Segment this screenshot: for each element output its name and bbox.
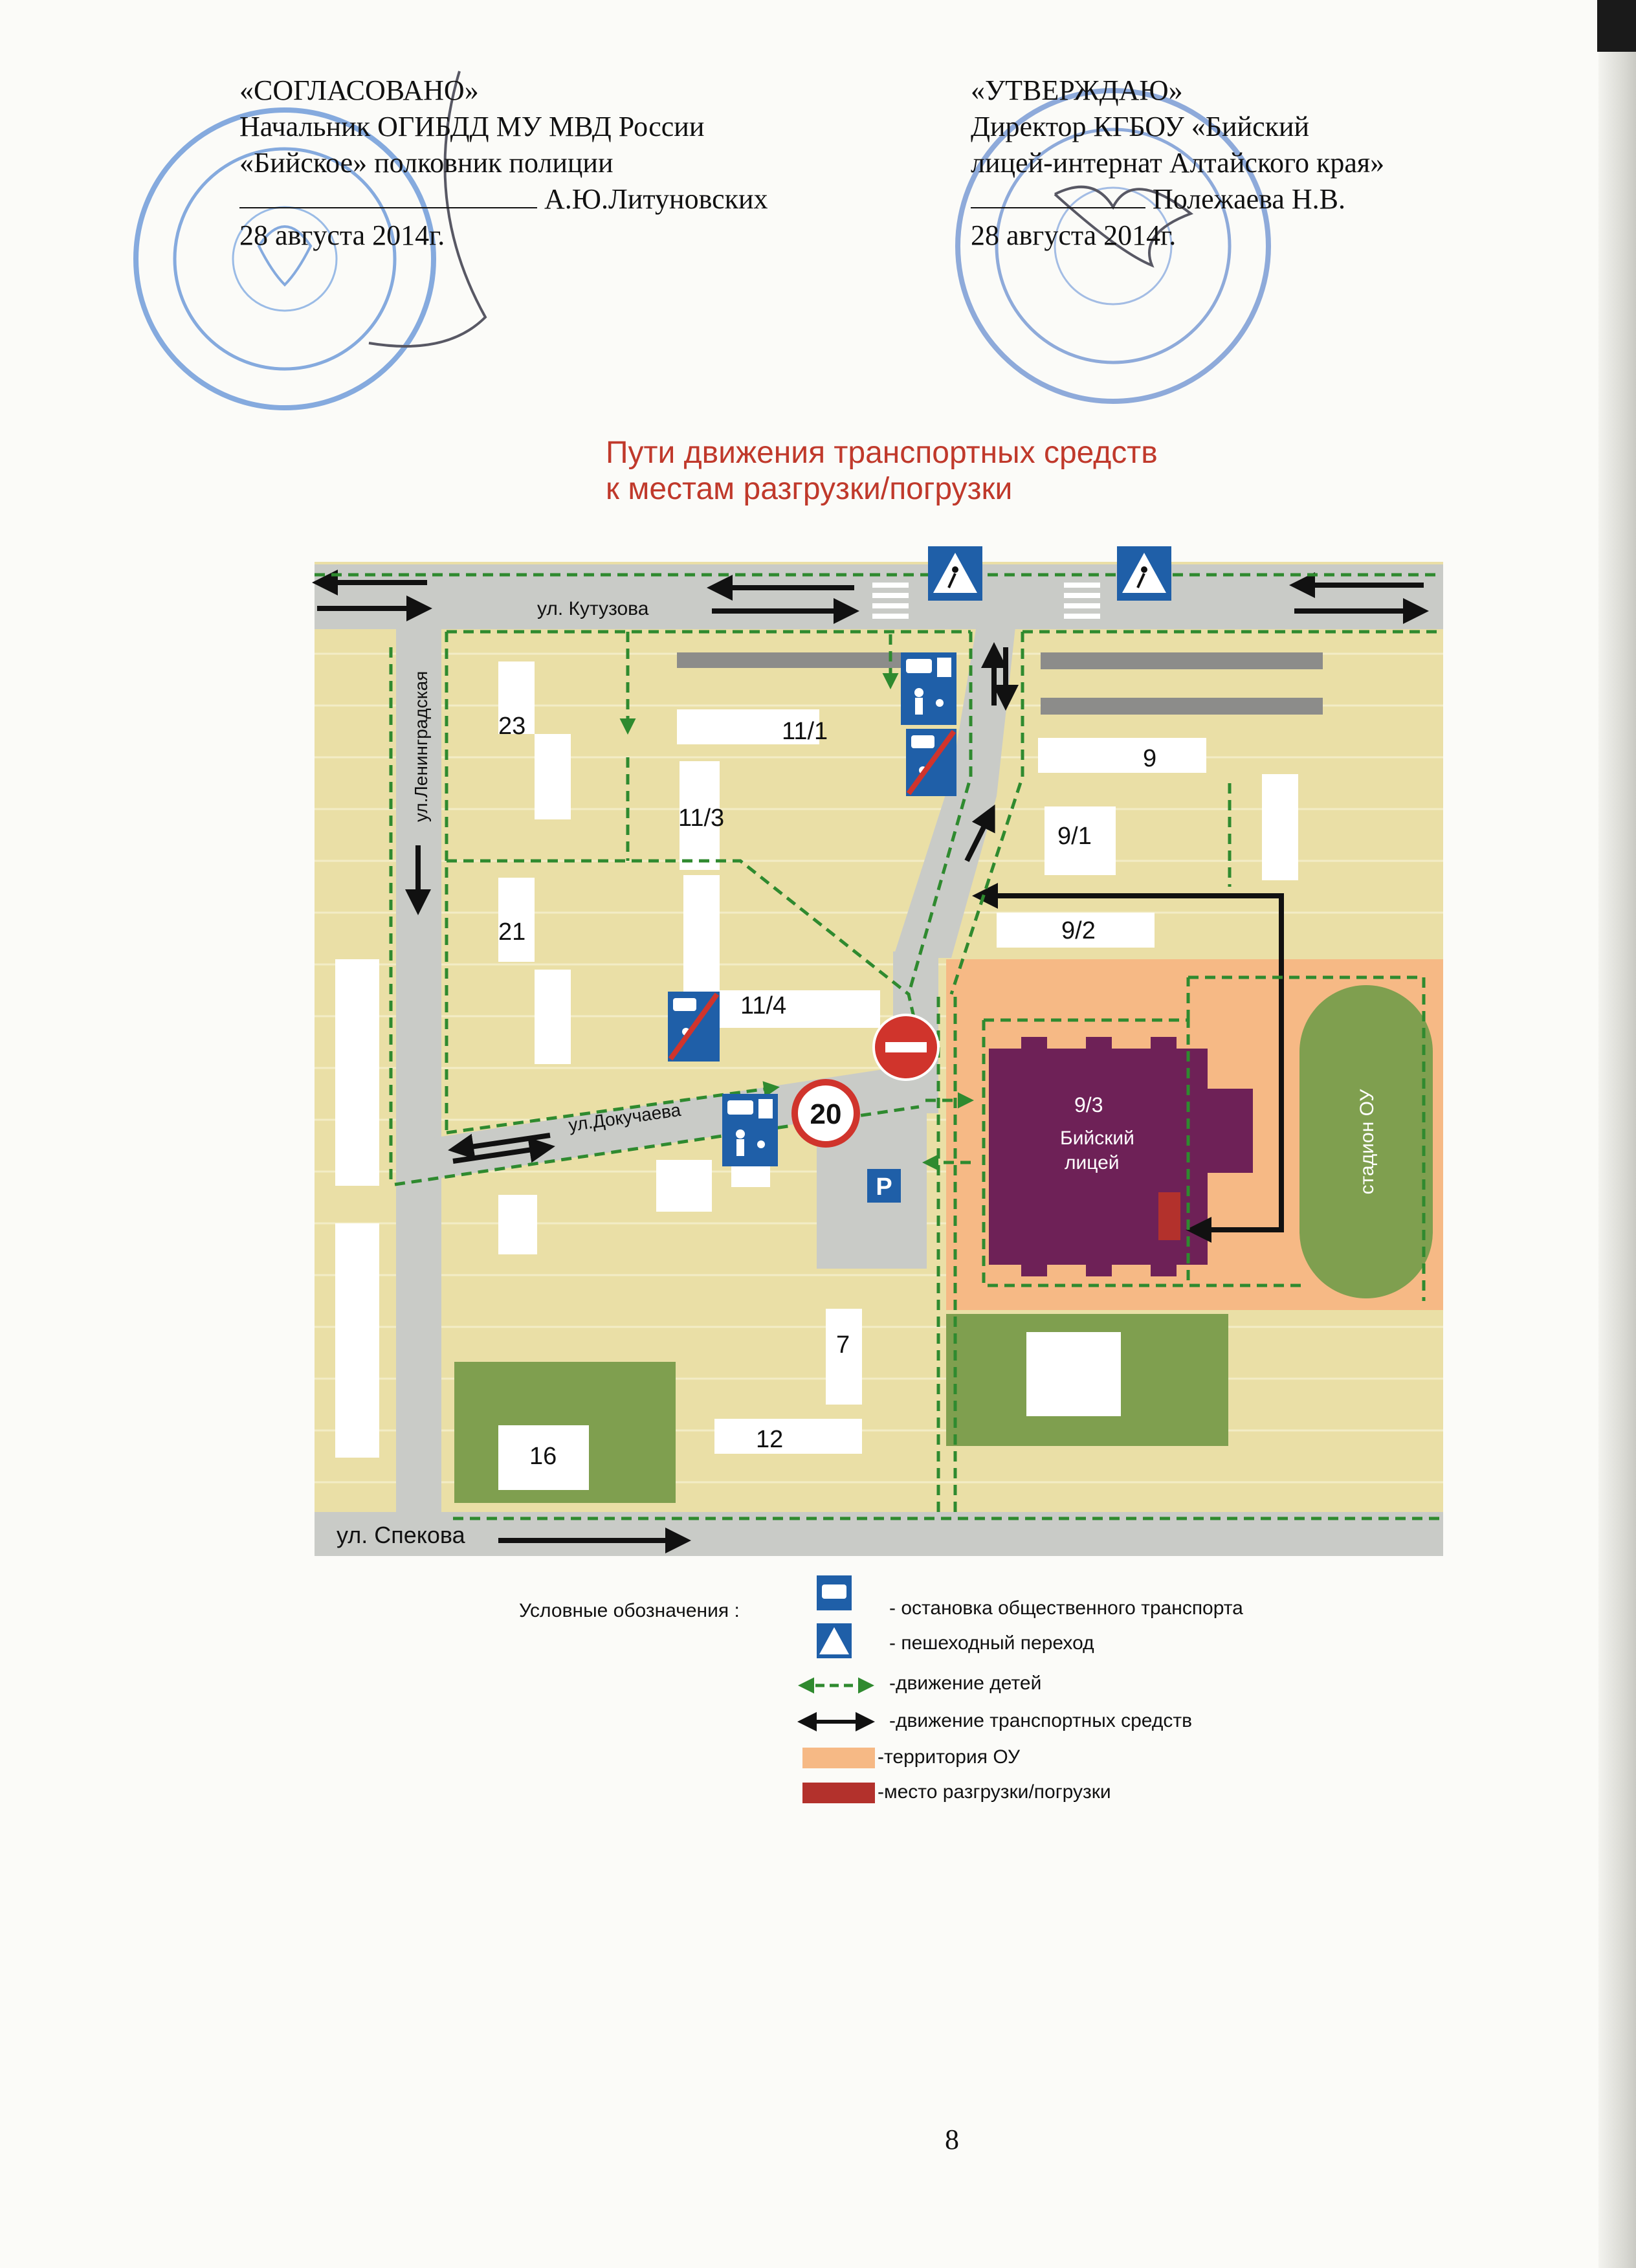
street-leningradskaya-label: ул.Ленинградская [411, 671, 431, 822]
living-zone-sign-icon [722, 1094, 778, 1166]
building-9-2-label: 9/2 [1061, 917, 1096, 944]
approval-right-line2: лицей-интернат Алтайского края» [971, 147, 1385, 179]
scan-corner [1597, 0, 1636, 52]
approval-left-signer: А.Ю.Литуновских [544, 183, 768, 215]
speed-limit-value: 20 [810, 1098, 842, 1130]
living-zone-sign-icon [901, 652, 956, 725]
building-9-1-label: 9/1 [1057, 823, 1092, 850]
street-spekova-label: ул. Спекова [337, 1522, 466, 1548]
building-11-3-label: 11/3 [678, 805, 724, 832]
approval-left-signature-line: А.Ю.Литуновских [239, 181, 768, 217]
map-title-line1: Пути движения транспортных средств [606, 436, 1158, 470]
orange-swatch-icon [802, 1748, 875, 1768]
building-21-label: 21 [498, 918, 525, 946]
school-stamp-icon [955, 88, 1271, 404]
approval-left-date: 28 августа 2014г. [239, 219, 445, 251]
building-23-label: 23 [498, 713, 525, 740]
pedestrian-crossing-sign-icon [1117, 546, 1171, 601]
police-stamp-icon [133, 71, 487, 410]
parking-label: P [876, 1173, 892, 1201]
lyceum-label-line2: лицей [1065, 1152, 1120, 1173]
map-title-line2: к местам разгрузки/погрузки [606, 472, 1013, 506]
approval-left-line1: Начальник ОГИБДД МУ МВД России [239, 111, 705, 142]
fence-bars [677, 652, 1323, 715]
building-12-label: 12 [756, 1426, 783, 1453]
vehicle-paths [312, 570, 1429, 1553]
approval-left-block: «СОГЛАСОВАНО» Начальник ОГИБДД МУ МВД Ро… [239, 72, 768, 254]
signature-line [971, 181, 1145, 208]
lyceum-label-line1: Бийский [1060, 1128, 1134, 1149]
approval-right-date: 28 августа 2014г. [971, 219, 1177, 251]
building-7-label: 7 [836, 1331, 850, 1359]
parking-sign-icon: P [867, 1169, 901, 1203]
buildings [335, 662, 1298, 1490]
page-number: 8 [945, 2124, 959, 2155]
scan-edge [1598, 0, 1636, 2268]
stadium [1299, 985, 1433, 1298]
speed-limit-sign-icon: 20 [791, 1079, 860, 1148]
legend-item-bus-stop: - остановка общественного транспорта [889, 1597, 1243, 1619]
map-title: Пути движения транспортных средств к мес… [606, 435, 1158, 507]
approval-right-line1: Директор КГБОУ «Бийский [971, 111, 1310, 142]
building-11-1-label: 11/1 [782, 718, 828, 745]
building-9-3-label: 9/3 [1074, 1093, 1103, 1117]
bus-stop-sign-icon [817, 1575, 852, 1610]
unload-place [1158, 1192, 1180, 1240]
building-16-label: 16 [529, 1443, 557, 1470]
pedestrian-crossing-sign-icon [817, 1623, 852, 1658]
legend-heading: Условные обозначения : [519, 1600, 740, 1621]
red-swatch-icon [802, 1783, 875, 1803]
approval-left-line2: «Бийское» полковник полиции [239, 147, 614, 179]
end-living-zone-sign-icon [668, 992, 720, 1062]
legend-item-children: -движение детей [889, 1673, 1042, 1694]
road-leningradskaya [396, 621, 441, 1521]
legend-item-territory: -территория ОУ [878, 1746, 1021, 1768]
building-9-label: 9 [1143, 745, 1156, 772]
legend-item-vehicles: -движение транспортных средств [889, 1710, 1193, 1731]
lyceum-annex [1205, 1089, 1253, 1173]
approval-right-signer: Полежаева Н.В. [1153, 183, 1345, 215]
approval-right-block: «УТВЕРЖДАЮ» Директор КГБОУ «Бийский лице… [971, 72, 1384, 254]
approval-right-heading: «УТВЕРЖДАЮ» [971, 74, 1183, 106]
roads [315, 564, 1443, 1556]
zebra-crossings [872, 583, 1100, 619]
building-11-4-label: 11/4 [740, 992, 786, 1019]
legend-item-crossing: - пешеходный переход [889, 1632, 1094, 1654]
approval-left-heading: «СОГЛАСОВАНО» [239, 74, 479, 106]
legend-item-unload: -место разгрузки/погрузки [878, 1781, 1111, 1803]
end-living-zone-sign-icon [906, 729, 956, 796]
street-kutuzova-label: ул. Кутузова [537, 598, 649, 619]
no-entry-sign-icon [872, 1014, 940, 1081]
signature-line [239, 181, 537, 208]
approval-right-signature-line: Полежаева Н.В. [971, 181, 1384, 217]
pedestrian-crossing-sign-icon [928, 546, 982, 601]
lyceum-building [989, 1037, 1208, 1276]
stadium-label: стадион ОУ [1356, 1089, 1378, 1195]
